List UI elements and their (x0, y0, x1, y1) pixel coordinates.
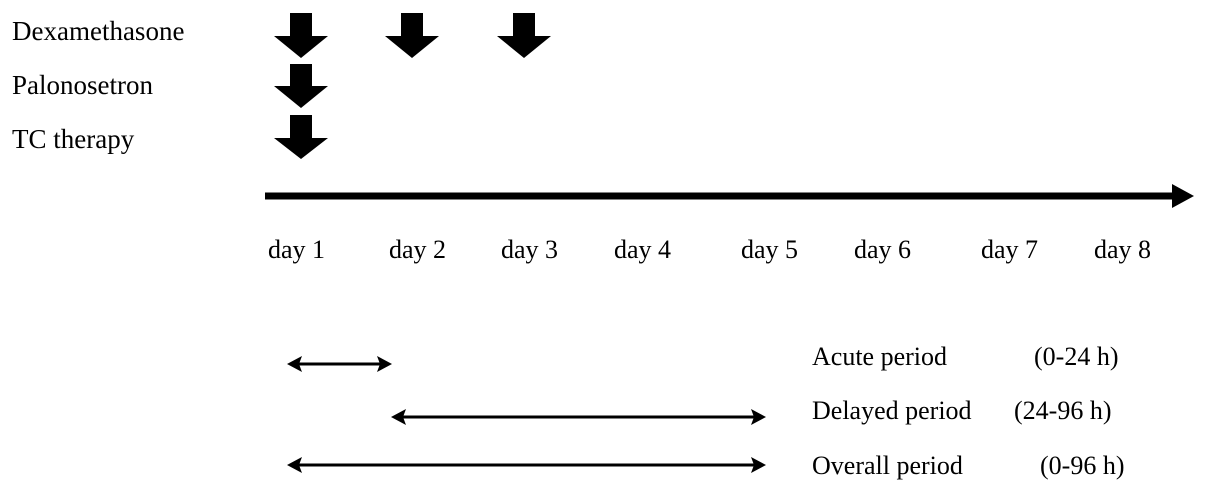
dexamethasone-day1-down-arrow-icon (274, 13, 328, 58)
day-label-1: day 1 (268, 235, 326, 264)
timeline-arrowhead-icon (1172, 184, 1194, 208)
period-label-overall: Overall period (812, 451, 963, 480)
day-label-6: day 6 (854, 235, 912, 264)
palonosetron-day1-down-arrow-icon (274, 64, 328, 108)
period-range-delayed: (24-96 h) (1014, 396, 1112, 425)
overall-period-double-arrow-icon (287, 457, 766, 473)
period-label-delayed: Delayed period (812, 396, 972, 425)
day-label-8: day 8 (1094, 235, 1152, 264)
period-range-overall: (0-96 h) (1040, 451, 1125, 480)
day-label-4: day 4 (614, 235, 672, 264)
delayed-period-double-arrow-icon (391, 409, 766, 425)
day-label-5: day 5 (741, 235, 799, 264)
drug-label-palonosetron: Palonosetron (12, 70, 153, 100)
acute-period-double-arrow-icon (287, 356, 392, 372)
period-range-acute: (0-24 h) (1034, 342, 1119, 371)
tc-therapy-day1-down-arrow-icon (274, 115, 328, 159)
drug-label-tc-therapy: TC therapy (12, 124, 135, 154)
day-label-3: day 3 (501, 235, 559, 264)
dexamethasone-day3-down-arrow-icon (497, 13, 551, 58)
dexamethasone-day2-down-arrow-icon (385, 13, 439, 58)
day-label-7: day 7 (981, 235, 1039, 264)
day-label-2: day 2 (389, 235, 447, 264)
period-label-acute: Acute period (812, 342, 948, 371)
drug-label-dexamethasone: Dexamethasone (12, 16, 185, 46)
